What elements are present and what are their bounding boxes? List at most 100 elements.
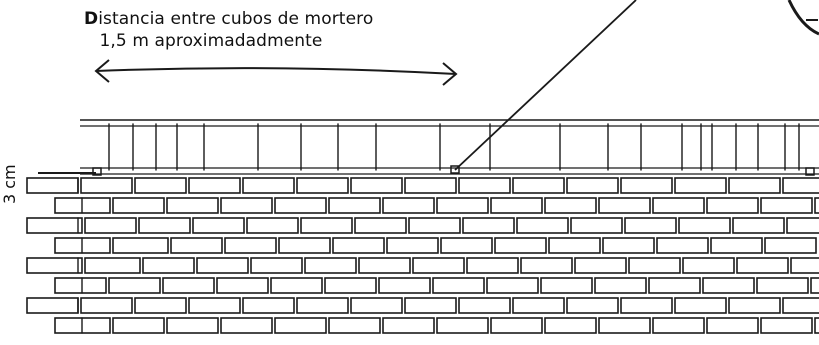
mortar-cube-right xyxy=(805,167,815,176)
brick xyxy=(138,217,191,234)
brick xyxy=(196,257,249,274)
brick xyxy=(354,217,407,234)
brick xyxy=(756,277,809,294)
brick-courses xyxy=(26,177,819,334)
distance-label: Distancia entre cubos de mortero 1,5 m a… xyxy=(84,8,373,52)
brick xyxy=(112,237,169,254)
brick xyxy=(162,277,215,294)
brick xyxy=(598,317,651,334)
brick xyxy=(188,297,241,314)
brick xyxy=(386,237,439,254)
brick xyxy=(652,197,705,214)
brick xyxy=(84,217,137,234)
brick xyxy=(628,257,681,274)
brick xyxy=(328,197,381,214)
mortar-cube-center xyxy=(450,165,460,174)
brick xyxy=(458,177,511,194)
brick xyxy=(490,197,543,214)
brick xyxy=(412,257,465,274)
brick xyxy=(80,177,133,194)
brick xyxy=(332,237,385,254)
brick xyxy=(26,217,83,234)
brick xyxy=(382,317,435,334)
brick xyxy=(566,297,619,314)
brick xyxy=(544,197,597,214)
thickness-label: 3 cm xyxy=(0,164,19,204)
brick xyxy=(652,317,705,334)
brick xyxy=(112,317,165,334)
brick xyxy=(782,177,819,194)
brick xyxy=(220,317,273,334)
brick xyxy=(166,317,219,334)
brick xyxy=(810,277,819,294)
brick xyxy=(706,317,759,334)
brick xyxy=(732,217,785,234)
brick xyxy=(728,177,781,194)
brick xyxy=(404,297,457,314)
brick xyxy=(324,277,377,294)
brick xyxy=(728,297,781,314)
brick xyxy=(512,177,565,194)
brick xyxy=(620,297,673,314)
brick xyxy=(790,257,819,274)
brick xyxy=(242,297,295,314)
brick xyxy=(84,257,141,274)
brick xyxy=(274,317,327,334)
brick xyxy=(134,177,187,194)
brick xyxy=(250,257,303,274)
brick xyxy=(278,237,331,254)
mortar-cubes xyxy=(92,165,815,176)
brick xyxy=(814,317,819,334)
wall-frame xyxy=(80,119,819,175)
brick xyxy=(570,217,623,234)
brick xyxy=(624,217,677,234)
brick xyxy=(760,197,813,214)
brick xyxy=(710,237,763,254)
vertical-studs xyxy=(108,123,800,171)
brick xyxy=(270,277,323,294)
brick xyxy=(296,297,349,314)
brick xyxy=(382,197,435,214)
brick xyxy=(408,217,461,234)
distance-label-line1: Distancia entre cubos de mortero xyxy=(84,8,373,30)
brick xyxy=(134,297,187,314)
brick xyxy=(378,277,431,294)
brick xyxy=(548,237,601,254)
brick xyxy=(494,237,547,254)
brick xyxy=(512,297,565,314)
brick xyxy=(782,297,819,314)
brick xyxy=(706,197,759,214)
brick xyxy=(544,317,597,334)
brick xyxy=(142,257,195,274)
brick xyxy=(224,237,277,254)
brick xyxy=(108,277,161,294)
mortar-cube-left xyxy=(92,167,102,176)
brick xyxy=(188,177,241,194)
brick xyxy=(246,217,299,234)
brick xyxy=(26,257,83,274)
brick xyxy=(458,297,511,314)
brick xyxy=(656,237,709,254)
brick xyxy=(574,257,627,274)
brick xyxy=(490,317,543,334)
brick xyxy=(296,177,349,194)
brick xyxy=(436,317,489,334)
brick xyxy=(26,297,79,314)
brick xyxy=(594,277,647,294)
distance-label-rest: istancia entre cubos de mortero xyxy=(98,9,374,29)
brick xyxy=(304,257,357,274)
brick xyxy=(220,197,273,214)
brick xyxy=(166,197,219,214)
brick xyxy=(566,177,619,194)
brick xyxy=(540,277,593,294)
brick xyxy=(404,177,457,194)
distance-label-line2: 1,5 m aproximadadmente xyxy=(99,31,323,51)
brick xyxy=(462,217,515,234)
brick xyxy=(682,257,735,274)
distance-label-initial: D xyxy=(84,9,99,29)
distance-arrow xyxy=(94,59,458,86)
brick xyxy=(674,297,727,314)
brick xyxy=(274,197,327,214)
brick xyxy=(80,297,133,314)
